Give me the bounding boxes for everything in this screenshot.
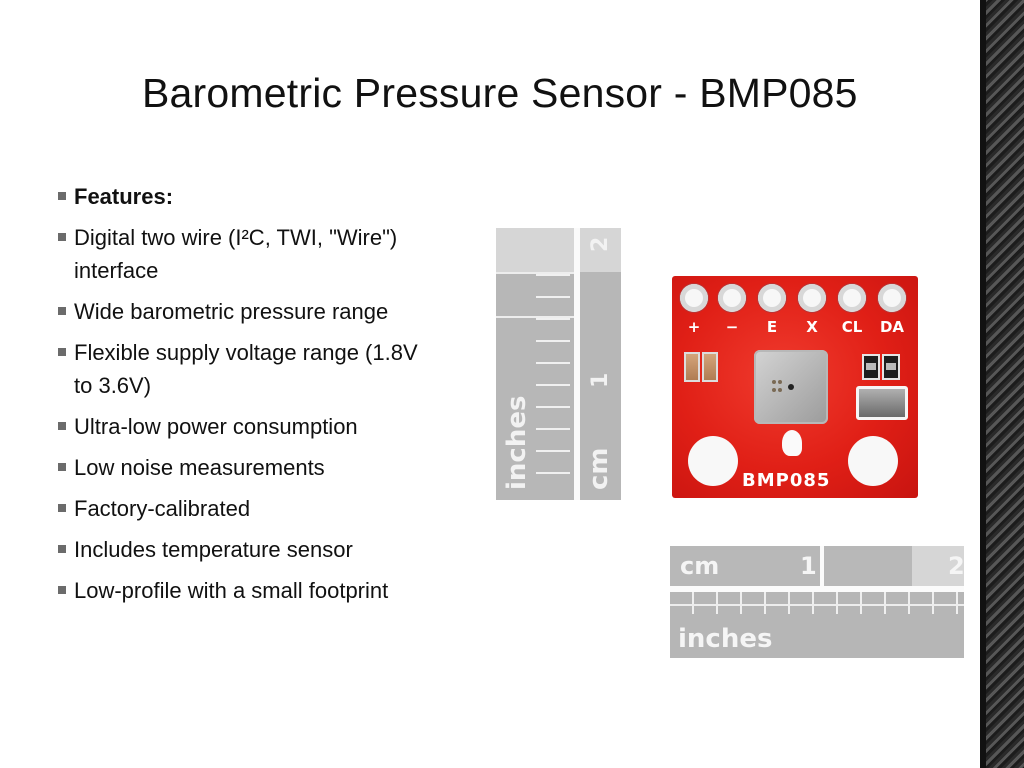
ruler-ticks	[536, 272, 570, 494]
ruler-line	[670, 604, 964, 606]
ruler-cm-label: cm	[584, 447, 614, 490]
ruler-divider	[670, 586, 964, 592]
ruler-segment	[912, 546, 964, 586]
ruler-segment	[496, 228, 621, 272]
list-item: Ultra-low power consumption	[58, 410, 438, 443]
chip-dot	[778, 380, 782, 384]
ruler-ticks	[670, 592, 964, 614]
bullet-text: Ultra-low power consumption	[74, 414, 358, 439]
chip-dot	[778, 388, 782, 392]
solder-pad	[878, 284, 906, 312]
chip-dot	[772, 388, 776, 392]
ruler-divider	[574, 228, 580, 500]
list-item: Wide barometric pressure range	[58, 295, 438, 328]
capacitor	[702, 352, 718, 382]
solder-pad	[718, 284, 746, 312]
bullet-square-icon	[58, 463, 66, 471]
bullet-text: Flexible supply voltage range (1.8V to 3…	[74, 340, 418, 398]
list-item: Low noise measurements	[58, 451, 438, 484]
list-item: Flexible supply voltage range (1.8V to 3…	[58, 336, 438, 402]
bullet-text: Digital two wire (I²C, TWI, "Wire") inte…	[74, 225, 398, 283]
ruler-inches-label: inches	[678, 624, 773, 654]
bullet-text: Low-profile with a small footprint	[74, 578, 389, 603]
sensor-port	[788, 384, 794, 390]
slide-title: Barometric Pressure Sensor - BMP085	[142, 70, 858, 116]
sensor-board-photo: inches cm 1 2 + − E X CL DA	[496, 228, 966, 662]
bmp085-breakout-board: + − E X CL DA BMP085	[672, 276, 918, 498]
bullet-square-icon	[58, 192, 66, 200]
solder-pad	[680, 284, 708, 312]
solder-pad	[758, 284, 786, 312]
pin-label: −	[725, 318, 739, 336]
bullet-text: Low noise measurements	[74, 455, 325, 480]
list-item: Low-profile with a small footprint	[58, 574, 438, 607]
bullet-square-icon	[58, 586, 66, 594]
pin-label: DA	[879, 318, 905, 336]
slide-edge-frame	[980, 0, 1024, 768]
horizontal-ruler: cm 1 2 inches	[670, 546, 965, 658]
list-item: Includes temperature sensor	[58, 533, 438, 566]
chip-dot	[772, 380, 776, 384]
bullet-square-icon	[58, 545, 66, 553]
pin-label: +	[687, 318, 701, 336]
ruler-line	[496, 316, 574, 318]
ruler-divider	[820, 546, 824, 586]
feature-list: Features: Digital two wire (I²C, TWI, "W…	[58, 180, 438, 615]
fox-logo-icon	[782, 430, 802, 456]
capacitor	[684, 352, 700, 382]
list-item: Features:	[58, 180, 438, 213]
solder-pad	[798, 284, 826, 312]
bullet-square-icon	[58, 422, 66, 430]
board-silkscreen-label: BMP085	[742, 470, 831, 491]
bullet-text: Factory-calibrated	[74, 496, 251, 521]
ruler-mark: 1	[800, 552, 817, 580]
ruler-cm-label: cm	[680, 552, 720, 580]
resistor	[882, 354, 900, 380]
list-item: Digital two wire (I²C, TWI, "Wire") inte…	[58, 221, 438, 287]
ruler-mark: 2	[948, 552, 965, 580]
bullet-text: Wide barometric pressure range	[74, 299, 389, 324]
bullet-text: Includes temperature sensor	[74, 537, 353, 562]
mounting-hole	[848, 436, 898, 486]
solder-pad	[838, 284, 866, 312]
mounting-hole	[688, 436, 738, 486]
pin-label: CL	[841, 318, 863, 336]
bullet-square-icon	[58, 233, 66, 241]
bullet-square-icon	[58, 348, 66, 356]
pin-label: X	[806, 318, 818, 336]
solder-jumper	[856, 386, 908, 420]
vertical-ruler: inches cm 1 2	[496, 228, 621, 500]
ruler-mark: 2	[588, 236, 613, 252]
list-item: Factory-calibrated	[58, 492, 438, 525]
bullet-text: Features:	[74, 184, 174, 209]
resistor	[862, 354, 880, 380]
bmp085-sensor-chip	[754, 350, 828, 424]
pin-label: E	[766, 318, 778, 336]
ruler-line	[496, 272, 574, 274]
bullet-square-icon	[58, 307, 66, 315]
ruler-mark: 1	[588, 372, 613, 388]
bullet-square-icon	[58, 504, 66, 512]
ruler-inches-label: inches	[502, 395, 532, 490]
